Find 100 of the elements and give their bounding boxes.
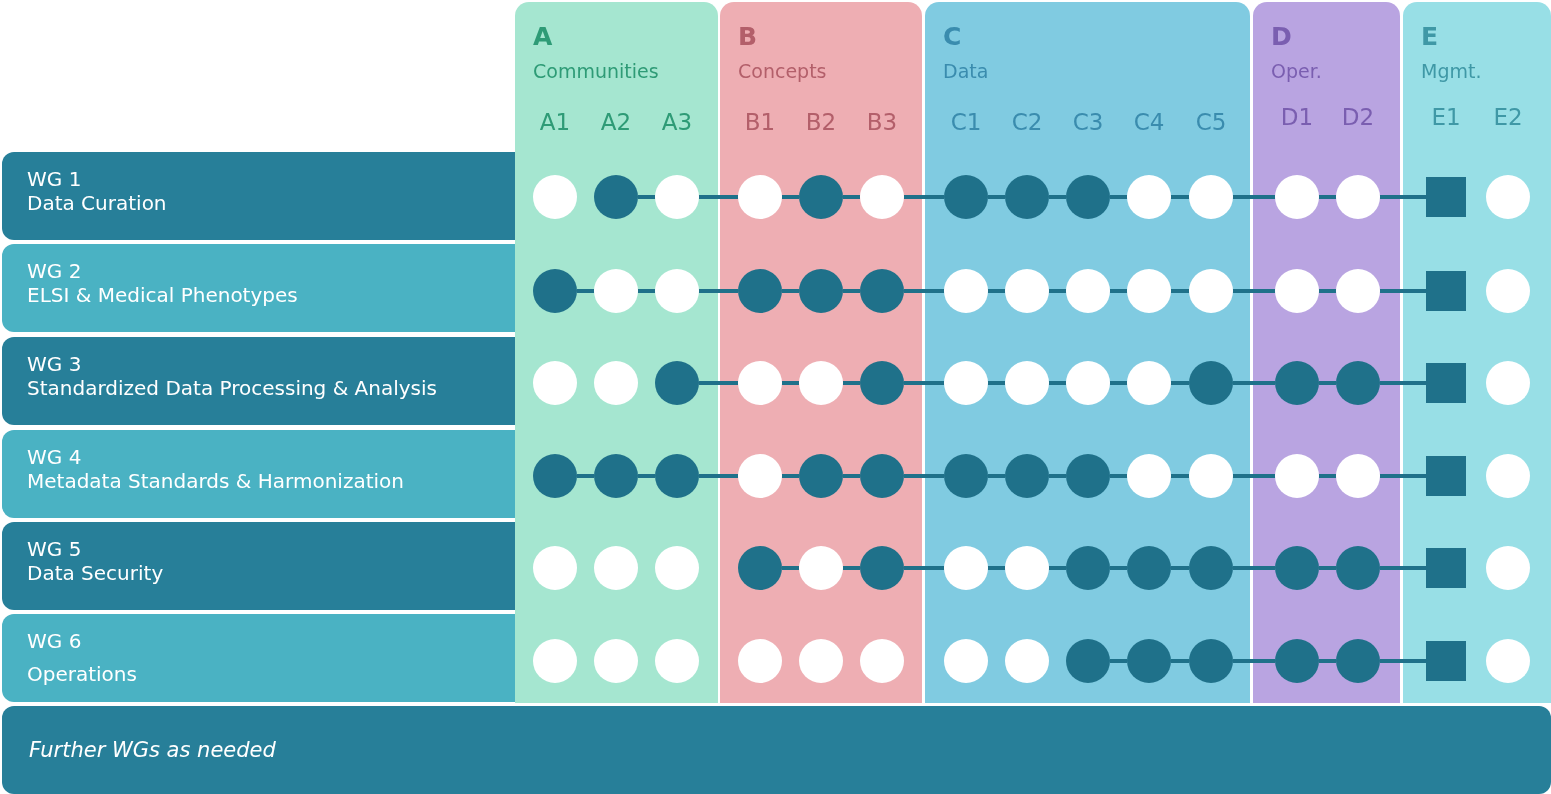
marker-square <box>1426 177 1466 217</box>
connector-line <box>1319 659 1336 663</box>
column-band <box>720 2 922 703</box>
row-number: WG 4 <box>27 445 82 469</box>
marker-dot <box>1005 175 1049 219</box>
connector-line <box>988 474 1005 478</box>
marker-dot <box>1275 639 1319 683</box>
connector-line <box>1171 289 1189 293</box>
marker-dot <box>1127 175 1171 219</box>
connector-line <box>1233 566 1275 570</box>
column-code: C5 <box>1194 109 1228 135</box>
column-title: Mgmt. <box>1421 60 1482 82</box>
connector-line <box>1233 195 1275 199</box>
column-title: Oper. <box>1271 60 1322 82</box>
row-title: Data Curation <box>27 191 167 215</box>
marker-dot <box>944 639 988 683</box>
row-number: WG 1 <box>27 167 82 191</box>
marker-dot <box>1066 175 1110 219</box>
marker-dot <box>1275 269 1319 313</box>
marker-dot <box>799 361 843 405</box>
connector-line <box>988 381 1005 385</box>
column-code: E2 <box>1492 104 1524 130</box>
column-code: D2 <box>1340 104 1376 130</box>
row-title: ELSI & Medical Phenotypes <box>27 283 298 307</box>
connector-line <box>1319 474 1336 478</box>
column-code: A2 <box>599 109 633 135</box>
connector-line <box>1233 474 1275 478</box>
column-code: A3 <box>660 109 694 135</box>
marker-dot <box>944 175 988 219</box>
row-band <box>2 152 515 240</box>
marker-square <box>1426 363 1466 403</box>
row-title: Metadata Standards & Harmonization <box>27 469 404 493</box>
marker-dot <box>799 546 843 590</box>
connector-line <box>1171 195 1189 199</box>
marker-dot <box>860 454 904 498</box>
row-number: WG 2 <box>27 259 82 283</box>
marker-dot <box>1066 546 1110 590</box>
connector-line <box>1380 474 1426 478</box>
row-title: Operations <box>27 662 137 686</box>
marker-dot <box>655 546 699 590</box>
connector-line <box>1380 289 1426 293</box>
marker-dot <box>1336 361 1380 405</box>
marker-dot <box>655 269 699 313</box>
column-code: A1 <box>538 109 572 135</box>
column-letter: B <box>738 22 758 51</box>
column-title: Communities <box>533 60 659 82</box>
row-title: Standardized Data Processing & Analysis <box>27 376 438 400</box>
marker-dot <box>799 639 843 683</box>
connector-line <box>1110 289 1127 293</box>
connector-line <box>843 474 860 478</box>
marker-dot <box>1486 454 1530 498</box>
marker-dot <box>1127 454 1171 498</box>
marker-dot <box>944 454 988 498</box>
connector-line <box>1049 474 1066 478</box>
column-title: Data <box>943 60 989 82</box>
connector-line <box>1380 566 1426 570</box>
marker-dot <box>1275 175 1319 219</box>
marker-dot <box>1005 361 1049 405</box>
column-code: E1 <box>1430 104 1462 130</box>
connector-line <box>1380 195 1426 199</box>
connector-line <box>1110 474 1127 478</box>
connector-line <box>1049 381 1066 385</box>
connector-line <box>1171 381 1189 385</box>
connector-line <box>1233 289 1275 293</box>
marker-dot <box>1066 269 1110 313</box>
row-band <box>2 522 515 610</box>
column-band <box>925 2 1250 703</box>
row-number: WG 5 <box>27 537 82 561</box>
column-letter: C <box>943 22 962 51</box>
marker-dot <box>944 546 988 590</box>
column-code: D1 <box>1279 104 1315 130</box>
connector-line <box>1319 289 1336 293</box>
marker-dot <box>533 361 577 405</box>
row-number: WG 3 <box>27 352 82 376</box>
marker-dot <box>738 175 782 219</box>
marker-dot <box>1486 361 1530 405</box>
connector-line <box>904 474 944 478</box>
column-code: B2 <box>804 109 838 135</box>
connector-line <box>1049 566 1066 570</box>
column-code: C3 <box>1071 109 1105 135</box>
marker-dot <box>655 175 699 219</box>
connector-line <box>1049 289 1066 293</box>
marker-dot <box>799 269 843 313</box>
marker-dot <box>1127 546 1171 590</box>
marker-dot <box>1005 269 1049 313</box>
connector-line <box>843 289 860 293</box>
marker-dot <box>1005 454 1049 498</box>
marker-dot <box>738 269 782 313</box>
marker-dot <box>1005 546 1049 590</box>
connector-line <box>782 381 799 385</box>
marker-dot <box>533 269 577 313</box>
marker-dot <box>655 361 699 405</box>
connector-line <box>843 566 860 570</box>
marker-dot <box>1189 175 1233 219</box>
marker-dot <box>1066 639 1110 683</box>
column-band <box>1253 2 1400 703</box>
marker-dot <box>1486 175 1530 219</box>
marker-dot <box>799 175 843 219</box>
connector-line <box>1110 566 1127 570</box>
marker-dot <box>860 175 904 219</box>
